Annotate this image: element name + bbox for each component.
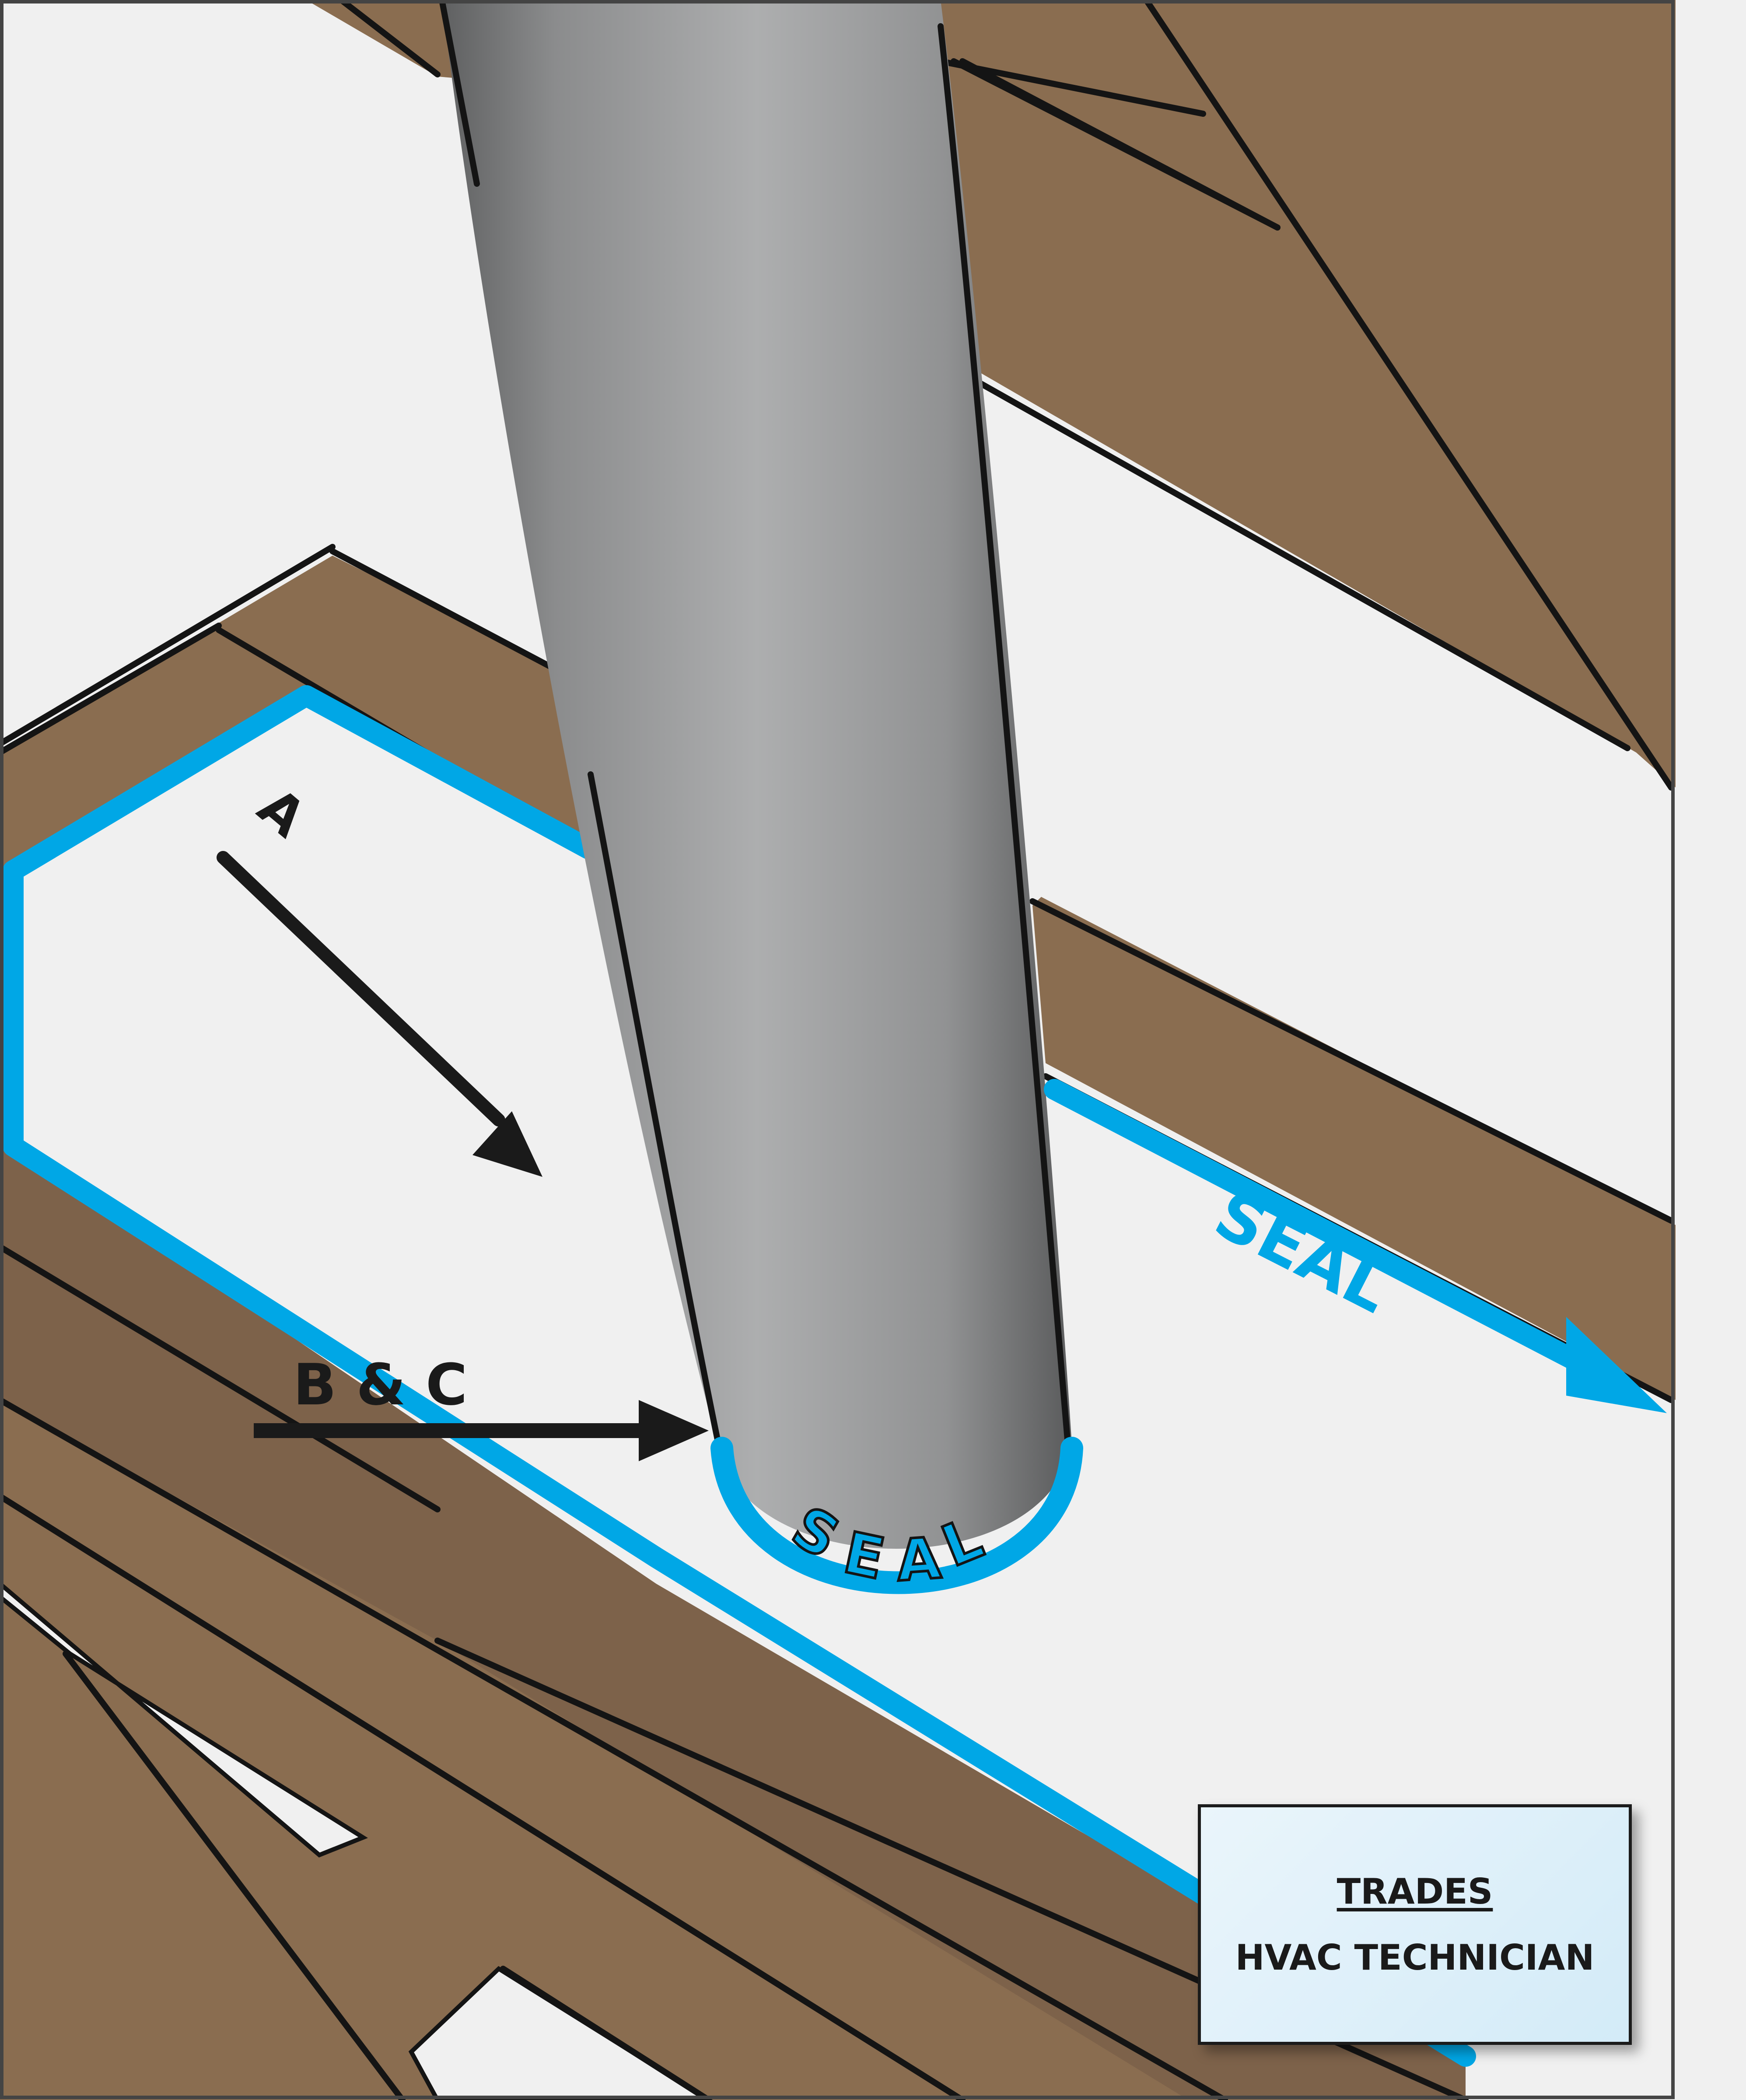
- seal-arrow-right: [1044, 1079, 1667, 1413]
- frame-border: [0, 0, 1675, 2099]
- wood-joist-top-right: [941, 0, 1676, 788]
- trades-title: TRADES: [1337, 1871, 1493, 1912]
- vent-pipe: [442, 0, 1072, 1549]
- seal-outline: [3, 685, 1476, 2067]
- trades-info-box: TRADES HVAC TECHNICIAN: [1198, 1804, 1632, 2045]
- label-bc: B & C: [293, 1351, 467, 1418]
- drywall-wedge-bottom-left: [0, 1581, 368, 1858]
- wood-joist-top-left: [306, 0, 464, 79]
- arrow-bc: [254, 1400, 709, 1461]
- seal-pipe-letter-a: A: [894, 1525, 943, 1594]
- pipe-seal-arc: [710, 1437, 1083, 1594]
- wood-joist-left-upper: [0, 556, 591, 875]
- trades-subtitle: HVAC TECHNICIAN: [1235, 1937, 1595, 1978]
- wood-joist-band-right: [1032, 897, 1676, 1400]
- wood-joist-bottom-lower: [0, 1400, 1466, 2100]
- vent-pipe-edges: [439, 0, 1071, 1442]
- drywall-wedge-bottom-center: [408, 1966, 713, 2100]
- arrow-a: [217, 851, 542, 1177]
